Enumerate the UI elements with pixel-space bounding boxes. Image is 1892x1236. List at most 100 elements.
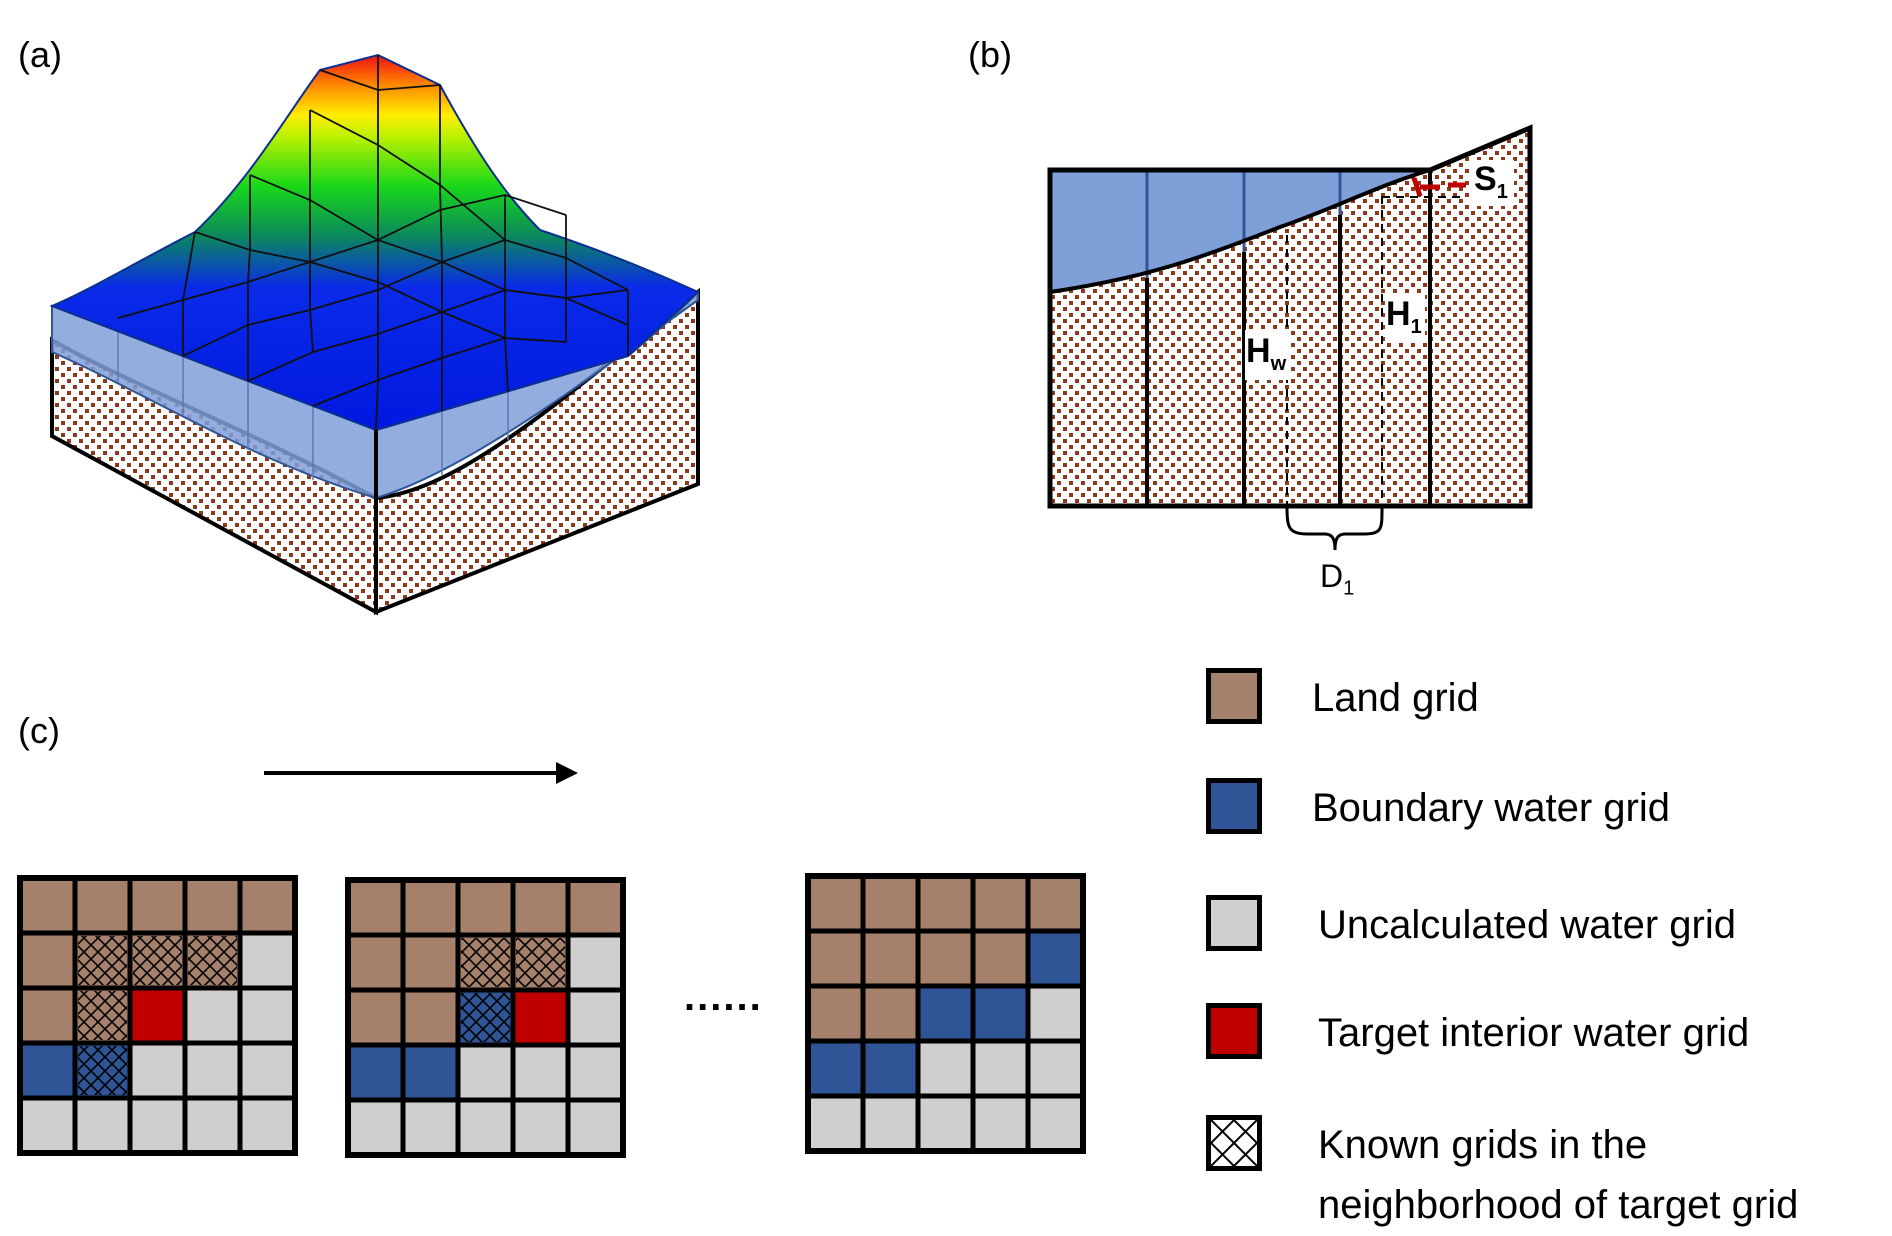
grid-cell-uncalculated-water <box>805 1093 866 1154</box>
grid-cell-uncalculated-water <box>72 1095 133 1156</box>
legend-swatch-uncalculated-water <box>1206 895 1262 951</box>
grid-cell-uncalculated-water <box>860 1093 921 1154</box>
grid-cell-boundary-water <box>400 1042 461 1103</box>
terrain-3d-block <box>49 53 700 616</box>
grid-cell-boundary-water <box>1025 928 1086 989</box>
grid-cell-uncalculated-water <box>182 1040 243 1101</box>
grid-cell-land <box>345 932 406 993</box>
h1-sub: 1 <box>1410 315 1422 338</box>
grid-cell-boundary-water <box>805 1038 866 1099</box>
grid-cell-uncalculated-water <box>915 1038 976 1099</box>
legend-swatch-target <box>1206 1003 1262 1059</box>
grid-cell-uncalculated-water <box>127 1040 188 1101</box>
known-hatch <box>516 938 565 987</box>
legend-label: Land grid <box>1312 676 1479 720</box>
known-hatch <box>133 936 182 985</box>
grid-cell-land <box>860 983 921 1044</box>
soil-column-dividers <box>1145 170 1432 506</box>
grid-cell-land <box>17 930 78 991</box>
d1-main: D <box>1320 558 1344 594</box>
grid-cell-uncalculated-water <box>915 1093 976 1154</box>
symbol-d1: D1 <box>1320 558 1354 600</box>
grid-cell-land <box>455 877 516 938</box>
ellipsis: ...... <box>684 975 763 1019</box>
grid-outline <box>17 875 298 1156</box>
grid-cell-uncalculated-water <box>237 985 298 1046</box>
grid-cell-uncalculated-water <box>400 1097 461 1158</box>
grid-cell-land <box>915 928 976 989</box>
legend-swatch-boundary-water <box>1206 778 1262 834</box>
grid-step-2 <box>345 877 626 1158</box>
grid-cell-uncalculated-water <box>182 1095 243 1156</box>
grid-cell-land <box>400 987 461 1048</box>
grid-cell-uncalculated-water <box>17 1095 78 1156</box>
grid-cell-target-water <box>510 987 571 1048</box>
legend-item-known: Known grids in the neighborhood of targe… <box>1206 1115 1798 1235</box>
grid-cell-uncalculated-water <box>345 1097 406 1158</box>
hw-main: H <box>1246 332 1271 370</box>
grid-cell-uncalculated-water <box>565 932 626 993</box>
grid-step-final <box>805 873 1086 1154</box>
grid-cell-land <box>915 873 976 934</box>
legend-label: Target interior water grid <box>1318 1011 1750 1055</box>
known-hatch <box>78 1046 127 1095</box>
grid-step-1 <box>17 875 298 1156</box>
grid-cell-uncalculated-water <box>565 1097 626 1158</box>
grid-sequence <box>17 873 1086 1158</box>
known-hatch <box>78 991 127 1040</box>
grid-cell-uncalculated-water <box>1025 1093 1086 1154</box>
symbol-s1: S1 <box>1474 160 1508 204</box>
water-region <box>1050 170 1430 292</box>
grid-cell-land <box>970 928 1031 989</box>
grid-cell-boundary-water <box>915 983 976 1044</box>
grid-cell-uncalculated-water <box>127 1095 188 1156</box>
legend-label: Uncalculated water grid <box>1318 903 1736 947</box>
known-hatch <box>78 936 127 985</box>
water-face-dividers <box>117 331 509 480</box>
grid-cell-land <box>237 875 298 936</box>
grid-cell-land <box>400 877 461 938</box>
terrain-mesh <box>117 55 629 431</box>
grid-cell-uncalculated-water <box>510 1097 571 1158</box>
grid-cell-uncalculated-water <box>237 1040 298 1101</box>
legend-item-uncalculated-water: Uncalculated water grid <box>1206 895 1736 955</box>
water-face-left <box>51 304 377 500</box>
slope-marker-icon <box>1411 177 1466 197</box>
panel-label-b: (b) <box>968 34 1012 75</box>
s1-main: S <box>1474 160 1497 198</box>
known-hatch <box>461 938 510 987</box>
grid-cell-land <box>400 932 461 993</box>
known-hatch <box>188 936 237 985</box>
d1-brace <box>1285 507 1384 551</box>
grid-cell-boundary-water <box>970 983 1031 1044</box>
grid-outline <box>345 877 626 1158</box>
grid-cell-land <box>970 873 1031 934</box>
grid-cell-land <box>510 877 571 938</box>
grid-cell-land <box>565 877 626 938</box>
grid-cell-land <box>805 873 866 934</box>
grid-cell-uncalculated-water <box>455 1042 516 1103</box>
grid-cell-land <box>1025 873 1086 934</box>
grid-cell-land <box>860 873 921 934</box>
legend-label: Known grids in the neighborhood of targe… <box>1318 1123 1799 1227</box>
dashed-guides <box>1286 196 1460 506</box>
grid-cell-uncalculated-water <box>237 1095 298 1156</box>
grid-cell-uncalculated-water <box>182 985 243 1046</box>
s1-sub: 1 <box>1496 180 1508 203</box>
panel-label-c: (c) <box>18 710 60 751</box>
grid-cell-land <box>17 875 78 936</box>
h1-main: H <box>1386 295 1411 333</box>
hw-sub: w <box>1270 352 1287 375</box>
grid-cell-land <box>72 875 133 936</box>
grid-cell-uncalculated-water <box>455 1097 516 1158</box>
grid-cell-uncalculated-water <box>1025 1038 1086 1099</box>
grid-cell-target-water <box>127 985 188 1046</box>
grid-cell-uncalculated-water <box>510 1042 571 1103</box>
grid-cell-land <box>345 877 406 938</box>
grid-cell-land <box>860 928 921 989</box>
grid-cell-land <box>805 983 866 1044</box>
grid-cell-uncalculated-water <box>1025 983 1086 1044</box>
grid-cell-uncalculated-water <box>970 1093 1031 1154</box>
cross-section-diagram <box>1047 124 1533 551</box>
section-outline <box>1047 124 1533 509</box>
